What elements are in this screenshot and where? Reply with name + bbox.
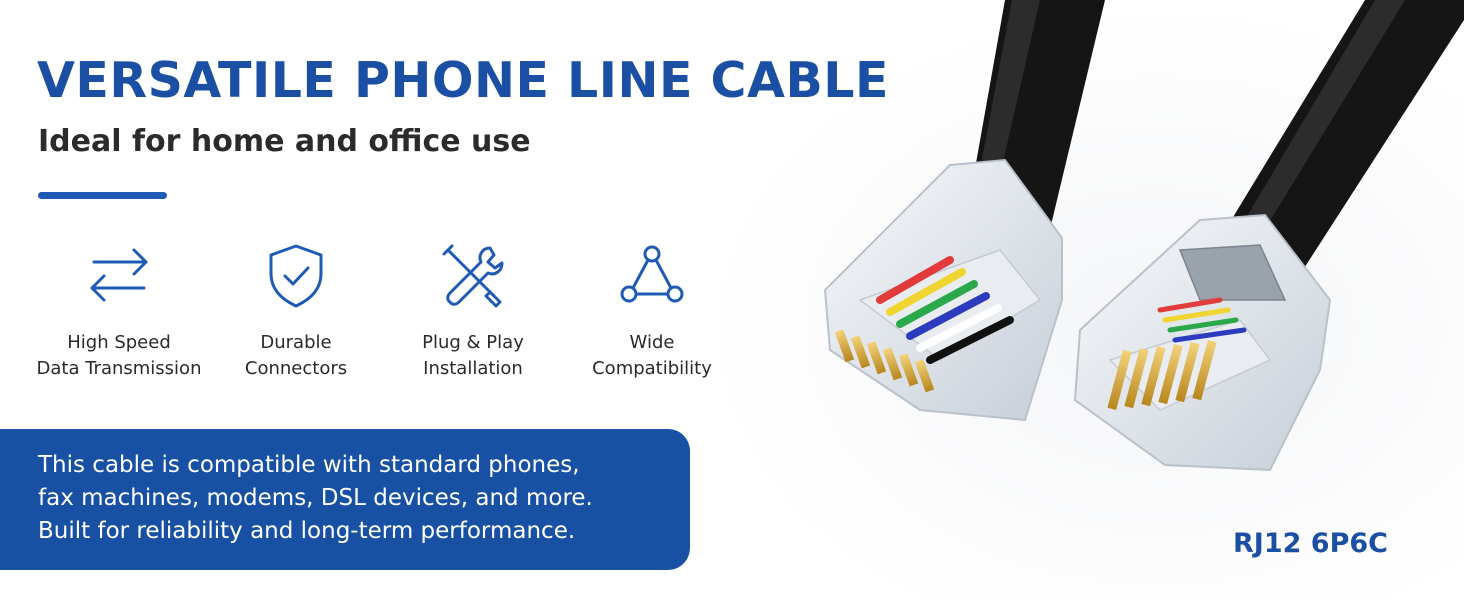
cable-connectors-illustration <box>823 0 1464 472</box>
feature-label: High Speed Data Transmission <box>36 332 202 379</box>
right-connector <box>1073 213 1332 472</box>
shield-check-icon <box>269 244 323 308</box>
wrench-screwdriver-icon <box>442 244 504 308</box>
model-label: RJ12 6P6C <box>1233 528 1388 559</box>
info-line: Built for reliability and long-term perf… <box>38 518 576 544</box>
info-panel: This cable is compatible with standard p… <box>0 429 690 570</box>
info-line: This cable is compatible with standard p… <box>38 452 580 478</box>
accent-divider <box>38 192 167 199</box>
feature-compatibility: Wide Compatibility <box>557 240 747 382</box>
info-line: fax machines, modems, DSL devices, and m… <box>38 485 593 511</box>
feature-label: Durable Connectors <box>244 332 348 379</box>
feature-high-speed: High Speed Data Transmission <box>24 240 214 382</box>
feature-plug-play: Plug & Play Installation <box>378 240 568 382</box>
network-triangle-icon <box>620 245 684 303</box>
page-title: VERSATILE PHONE LINE CABLE <box>37 52 889 109</box>
page-subtitle: Ideal for home and office use <box>38 124 531 159</box>
feature-durable: Durable Connectors <box>201 240 391 382</box>
feature-label: Wide Compatibility <box>592 332 712 379</box>
right-cable <box>1210 0 1464 290</box>
left-connector <box>823 158 1063 422</box>
feature-label: Plug & Play Installation <box>422 332 524 379</box>
bidirectional-arrows-icon <box>90 248 148 302</box>
